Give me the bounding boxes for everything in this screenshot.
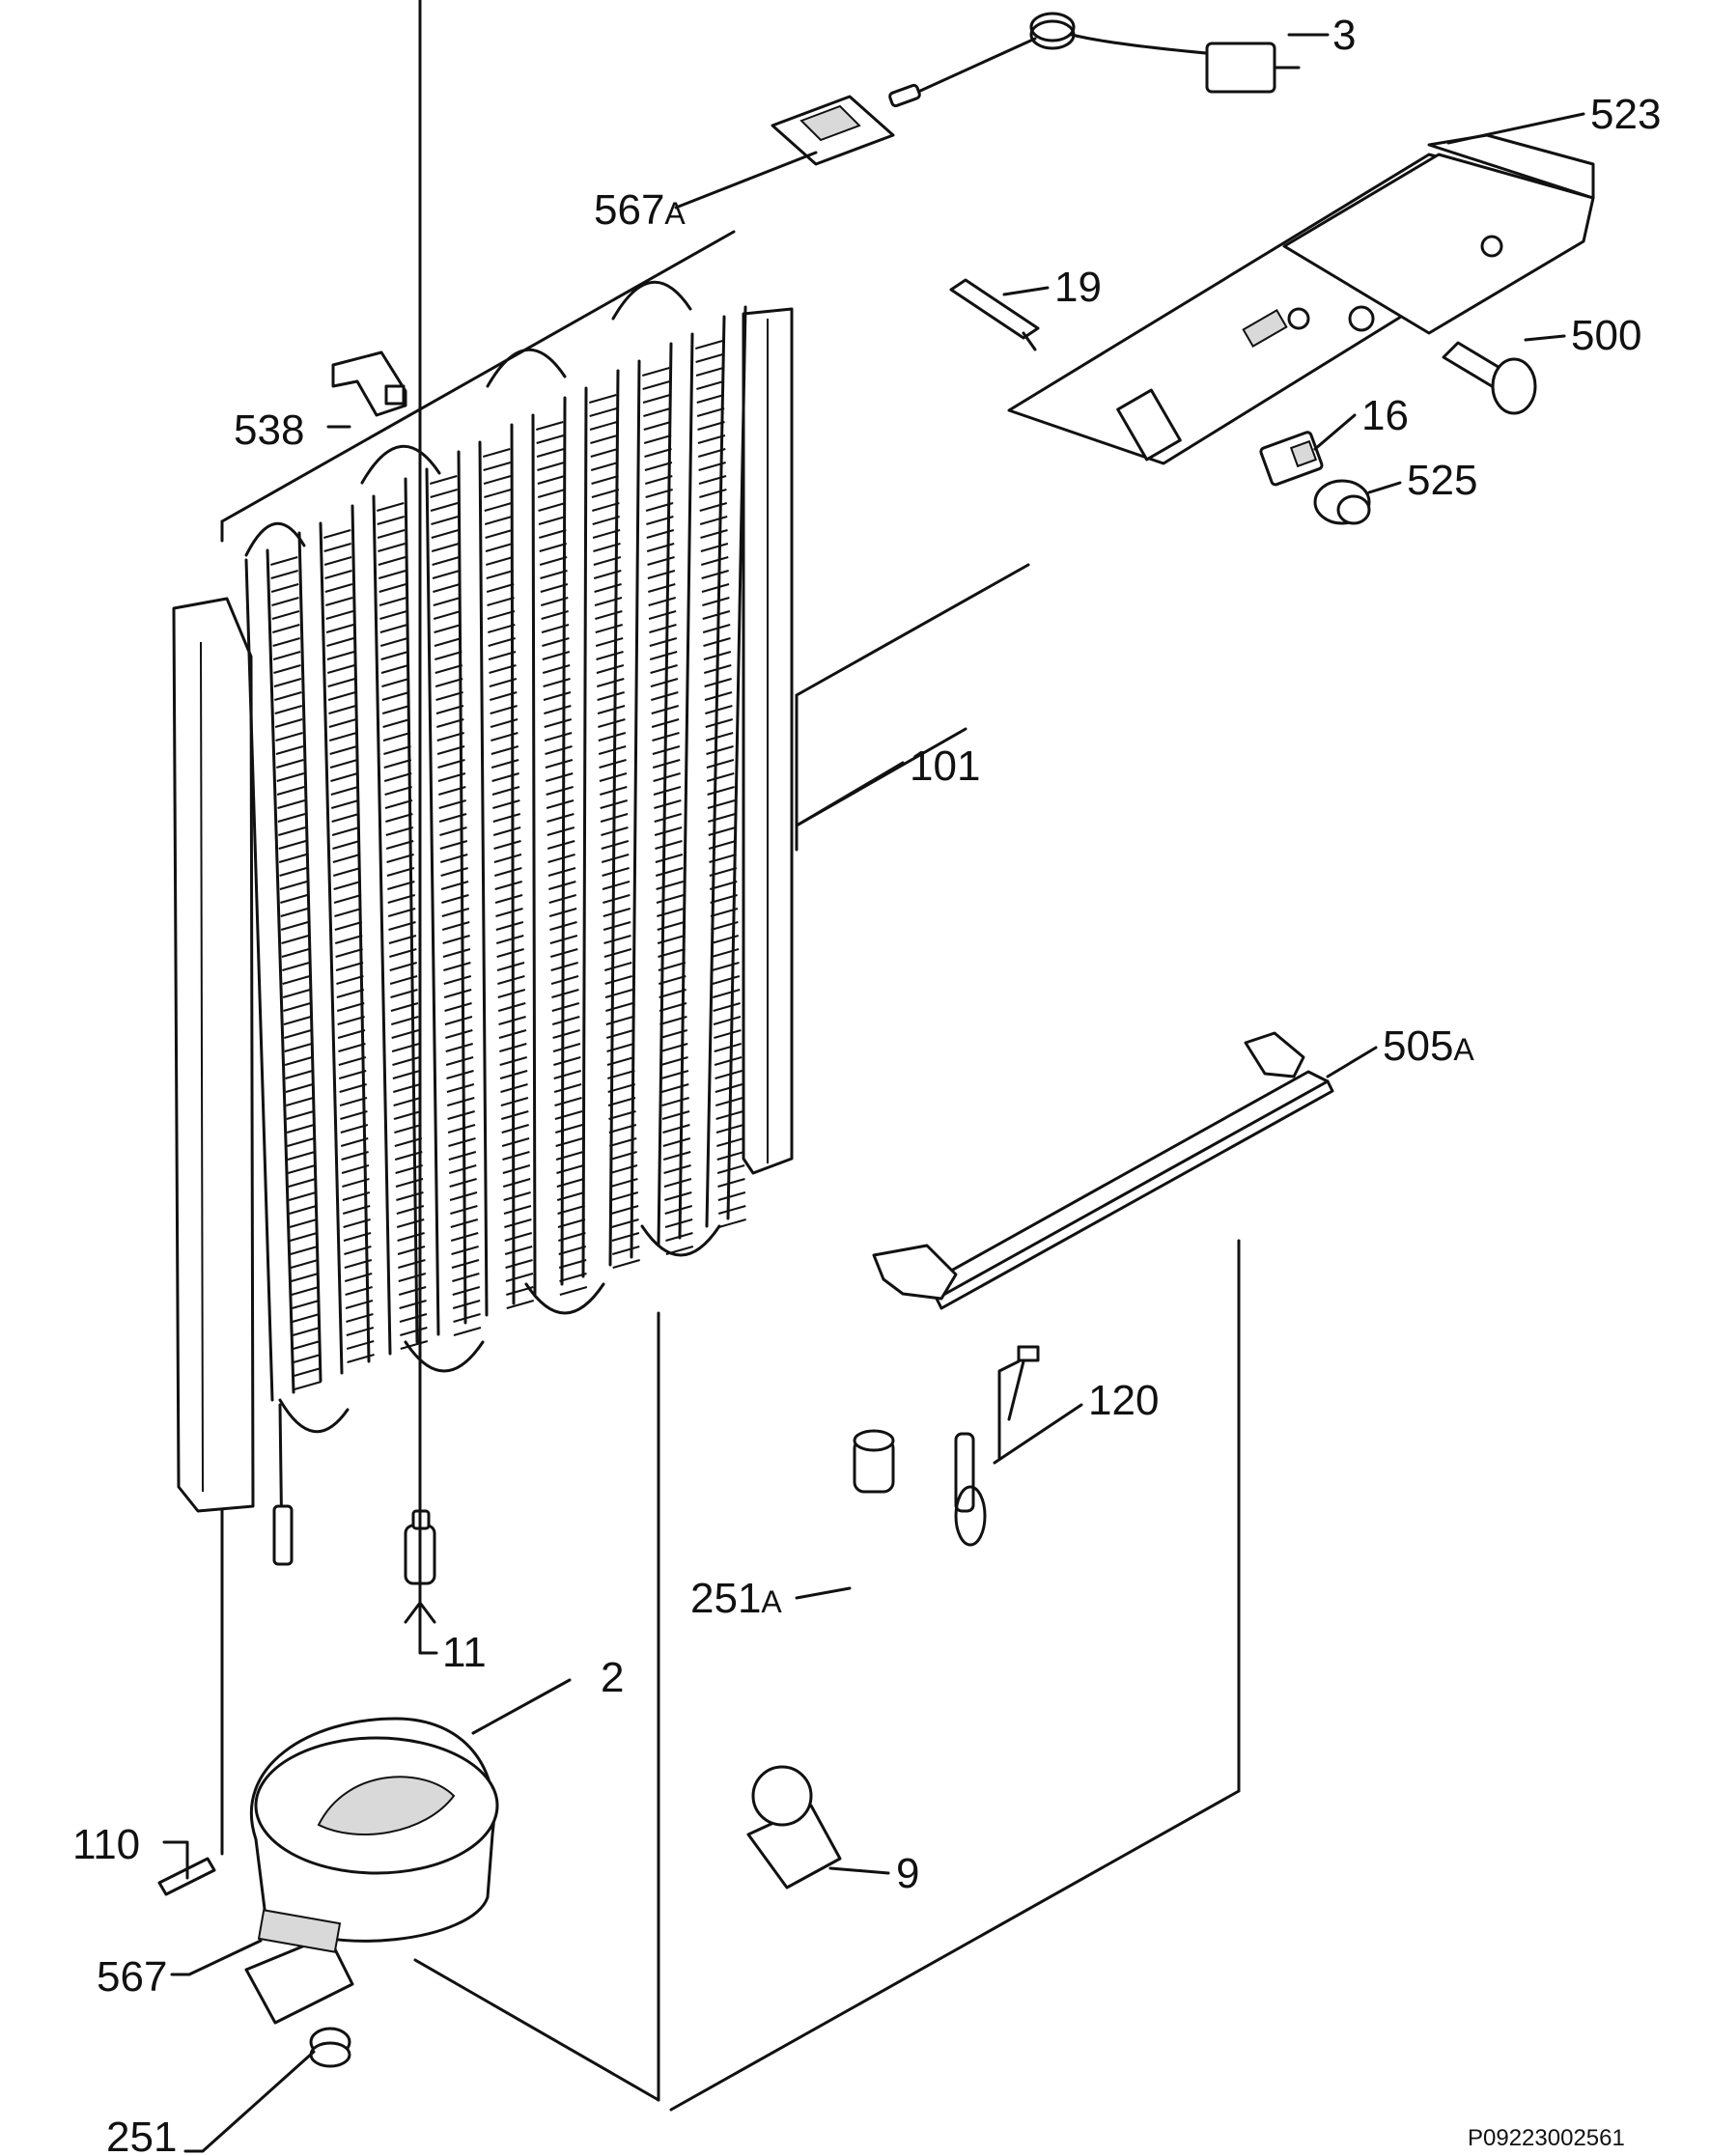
callout-19: 19 <box>1054 264 1102 311</box>
sleeve-251a <box>853 1429 895 1494</box>
callout-505a: 505A <box>1383 1022 1474 1070</box>
callout-101: 101 <box>910 742 980 790</box>
callout-3: 3 <box>1332 12 1356 59</box>
clip-567a <box>771 95 895 166</box>
callout-16: 16 <box>1361 392 1409 439</box>
callout-567a: 567A <box>594 186 686 234</box>
switch-16 <box>1259 431 1324 487</box>
condenser-101 <box>172 281 794 1566</box>
callout-500: 500 <box>1571 312 1641 359</box>
callout-labels: 3 523 567A 19 500 538 16 525 101 505A 12… <box>72 12 1661 2156</box>
reference-code: P09223002561 <box>1468 2125 1625 2151</box>
lamp-500 <box>1442 341 1537 415</box>
callout-120: 120 <box>1088 1377 1159 1424</box>
callout-567: 567 <box>97 1953 167 2001</box>
callout-523: 523 <box>1590 91 1661 138</box>
callout-251: 251 <box>106 2114 177 2156</box>
callout-11: 11 <box>442 1629 487 1676</box>
clip-9 <box>746 1765 842 1890</box>
bracket-538 <box>331 350 407 417</box>
condenser-tubes <box>244 305 747 1402</box>
pin-19 <box>949 278 1040 351</box>
thermostat-3 <box>888 12 1301 108</box>
callout-525: 525 <box>1407 457 1477 504</box>
grommet-251 <box>309 2027 351 2068</box>
callout-538: 538 <box>234 406 304 454</box>
sensor-120 <box>954 1345 1040 1547</box>
callout-2: 2 <box>601 1654 624 1701</box>
knob-525 <box>1313 479 1371 525</box>
callout-110: 110 <box>72 1821 140 1868</box>
shelf-bar-505a <box>872 1031 1334 1310</box>
cabinet-outline <box>220 230 1241 2112</box>
leader-lines <box>162 0 1585 2153</box>
lamp-housing-523 <box>1007 133 1595 465</box>
compressor-2 <box>244 1717 499 2025</box>
callout-9: 9 <box>896 1850 919 1897</box>
callout-251a: 251A <box>690 1575 782 1622</box>
